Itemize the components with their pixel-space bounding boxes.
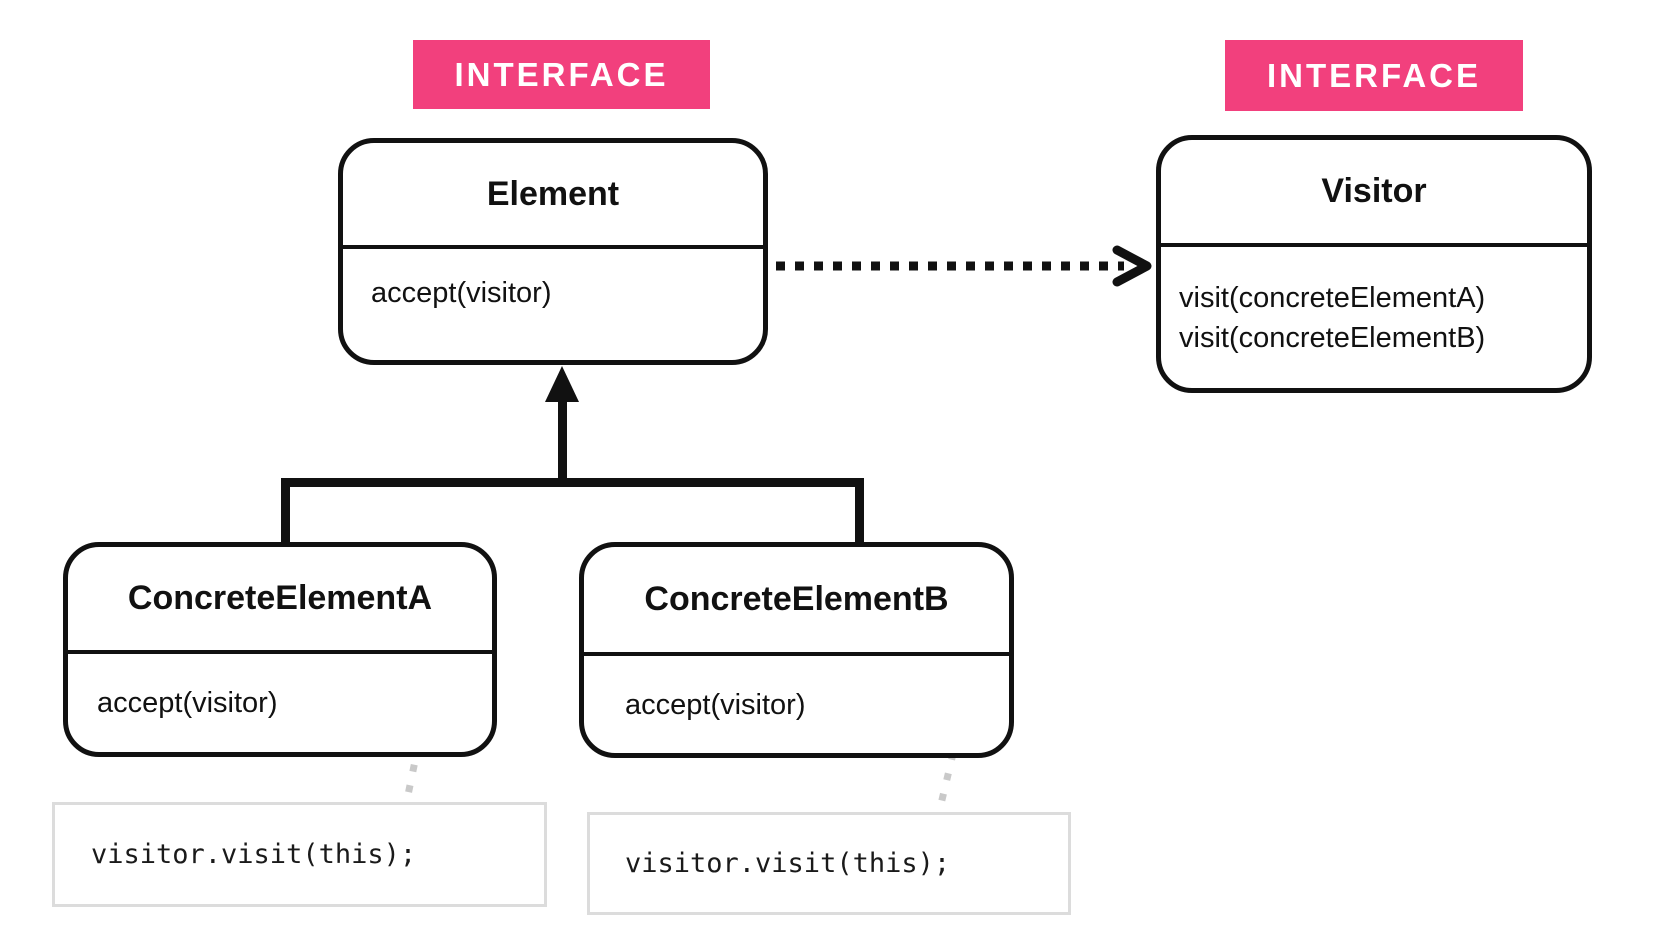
- code-note-a: visitor.visit(this);: [52, 802, 547, 907]
- interface-badge-visitor: INTERFACE: [1225, 40, 1523, 111]
- concrete-element-b-methods: accept(visitor): [584, 656, 1009, 753]
- concrete-element-b-method-accept: accept(visitor): [625, 688, 806, 721]
- concrete-element-a-box: ConcreteElementA accept(visitor): [63, 542, 497, 757]
- code-note-b-text: visitor.visit(this);: [625, 848, 951, 879]
- inheritance-arrow: [281, 366, 864, 544]
- element-method-accept: accept(visitor): [371, 276, 552, 309]
- code-note-a-text: visitor.visit(this);: [91, 839, 417, 870]
- concrete-element-a-methods: accept(visitor): [68, 654, 492, 752]
- element-class-box: Element accept(visitor): [338, 138, 768, 365]
- element-class-title: Element: [343, 143, 763, 249]
- visitor-method-visit-b: visit(concreteElementB): [1179, 321, 1486, 354]
- concrete-element-b-title: ConcreteElementB: [584, 547, 1009, 656]
- interface-badge-element: INTERFACE: [413, 40, 710, 109]
- element-class-methods: accept(visitor): [343, 249, 763, 360]
- dependency-arrow: [776, 245, 1152, 287]
- concrete-element-a-title: ConcreteElementA: [68, 547, 492, 654]
- concrete-element-a-method-accept: accept(visitor): [97, 687, 278, 719]
- visitor-class-methods: visit(concreteElementA) visit(concreteEl…: [1161, 247, 1587, 388]
- visitor-class-title: Visitor: [1161, 140, 1587, 247]
- concrete-element-b-box: ConcreteElementB accept(visitor): [579, 542, 1014, 758]
- code-note-b: visitor.visit(this);: [587, 812, 1071, 915]
- visitor-class-box: Visitor visit(concreteElementA) visit(co…: [1156, 135, 1592, 393]
- visitor-method-visit-a: visit(concreteElementA): [1179, 281, 1486, 314]
